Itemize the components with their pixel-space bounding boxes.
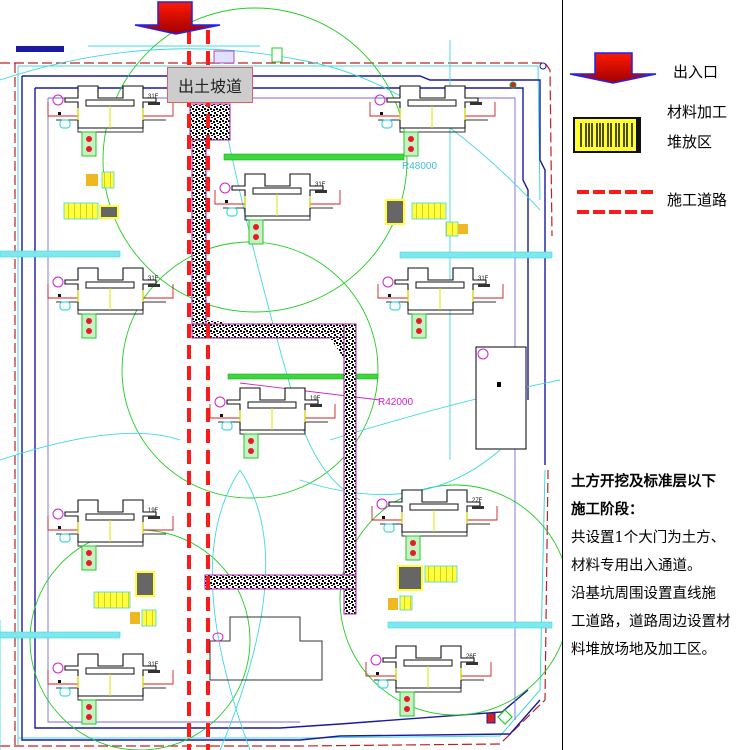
material-yard xyxy=(388,598,398,610)
legend-label-line: 材料加工 xyxy=(667,103,728,121)
material-yard xyxy=(411,202,447,220)
material-yard xyxy=(63,202,99,220)
building-floor-label: 31F xyxy=(478,276,489,282)
legend-label-material-yard: 材料加工 堆放区 xyxy=(667,98,727,156)
ramp-label: 出土坡道 xyxy=(167,67,253,103)
building-floor-label: 31F xyxy=(315,182,326,188)
legend-label-road: 施工道路 xyxy=(667,191,728,209)
construction-road xyxy=(187,30,210,750)
tower-crane xyxy=(0,153,553,639)
material-yard xyxy=(135,571,155,597)
stage-description: 土方开挖及标准层以下 施工阶段： 共设置1个大门为土方、 材料专用出入通道。 沿… xyxy=(571,468,747,664)
material-yard xyxy=(458,224,468,234)
residential-building: 31F xyxy=(377,267,504,339)
legend-label-line: 堆放区 xyxy=(667,133,713,151)
building-floor-label: 19F xyxy=(148,508,159,514)
material-yard xyxy=(99,205,119,219)
building-floor-label: 31F xyxy=(148,276,159,282)
material-yard xyxy=(101,171,115,189)
description-heading: 土方开挖及标准层以下 xyxy=(571,473,716,490)
material-yard xyxy=(397,565,423,591)
material-yard xyxy=(424,565,458,583)
description-line: 共设置1个大门为土方、 xyxy=(571,530,726,546)
residential-building xyxy=(369,85,496,157)
building-floor-label: 31F xyxy=(148,94,159,100)
description-line: 沿基坑周围设置直线施 xyxy=(571,586,716,602)
residential-building: 27F xyxy=(371,489,498,561)
legend-panel: 出入口 材料加工 堆放区 施工道路 土方开挖及标准层以下 施工阶段： 共设置1个… xyxy=(562,0,747,750)
entrance-arrow-icon xyxy=(134,1,221,35)
building-floor-label: 26F xyxy=(466,654,477,660)
entrance-arrow-icon xyxy=(569,52,657,84)
residential-building: 31F xyxy=(47,267,174,339)
crane-radius-label: R48000 xyxy=(402,161,437,172)
material-yard xyxy=(93,591,131,609)
crane-radius-label: R42000 xyxy=(378,397,413,408)
description-line: 材料专用出入通道。 xyxy=(571,558,702,574)
fence-line xyxy=(17,45,546,745)
material-yard xyxy=(445,221,459,237)
construction-road-icon xyxy=(577,190,655,214)
residential-building: 31F xyxy=(47,85,174,157)
site-plan: R48000 R42000 xyxy=(0,1,562,750)
legend-label-entrance: 出入口 xyxy=(673,63,719,81)
pit-boundary xyxy=(21,75,546,741)
material-yard xyxy=(130,612,140,624)
building-11 xyxy=(209,616,323,681)
residential-building: 19F xyxy=(47,499,174,571)
description-line: 工道路，道路周边设置材 xyxy=(571,614,731,630)
material-yard xyxy=(385,199,405,225)
residential-building: 26F xyxy=(365,645,492,717)
description-line: 料堆放场地及加工区。 xyxy=(571,642,716,658)
material-yard-icon xyxy=(573,117,641,153)
residential-building: 31F xyxy=(214,173,341,245)
building-floor-label: 27F xyxy=(472,498,483,504)
residential-building: 31F xyxy=(47,653,174,725)
description-heading: 施工阶段： xyxy=(571,501,644,518)
material-yard xyxy=(399,595,413,611)
building-floor-label: 31F xyxy=(148,662,159,668)
material-yard xyxy=(86,174,98,186)
building-10 xyxy=(475,346,527,450)
building-floor-label: 19F xyxy=(310,396,321,402)
residential-building: 19F xyxy=(209,387,336,459)
material-yard xyxy=(141,609,157,627)
